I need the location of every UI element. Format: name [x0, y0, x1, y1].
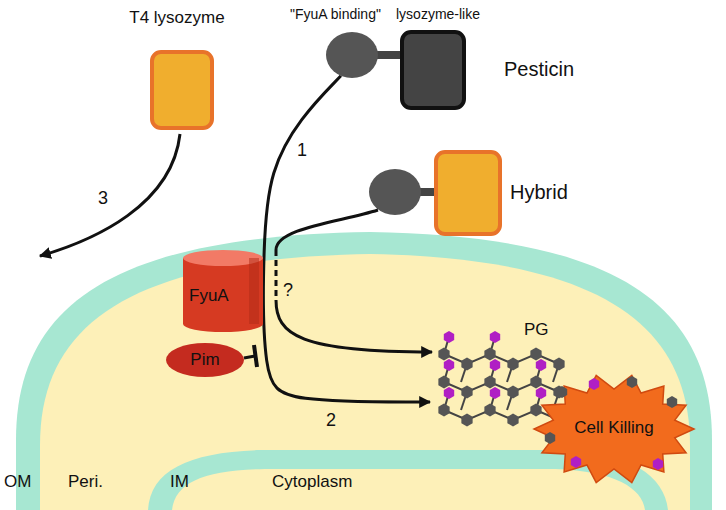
hybrid-path	[276, 300, 432, 352]
hybrid-path-dashed	[275, 250, 278, 300]
enzyme-box: T4 lysozyme	[118, 8, 236, 133]
node-label: lysozyme-like	[396, 6, 480, 22]
hybrid-binding-domain	[369, 169, 421, 215]
domain-ellipse	[326, 32, 378, 78]
domain-rect	[152, 52, 212, 128]
cylinder-shade	[249, 258, 259, 324]
hybrid-lysozyme-domain	[436, 152, 500, 234]
fragment	[571, 456, 581, 468]
fragment	[545, 432, 555, 444]
callout-number: 3	[98, 188, 108, 209]
inhibition-line	[244, 356, 255, 358]
domain-ellipse	[166, 343, 244, 377]
molecule-name: Pesticin	[504, 58, 574, 81]
inhibition-bar	[254, 345, 257, 367]
immunity-protein: Pim	[166, 343, 244, 377]
burst-shape	[534, 375, 694, 482]
cytoplasm	[172, 469, 645, 510]
molecule-name: Hybrid	[510, 181, 568, 204]
node-shape	[400, 30, 466, 110]
node-label: PG	[524, 320, 549, 340]
node-shape	[150, 50, 214, 130]
receptor-cylinder: FyuA	[183, 250, 263, 332]
outer-membrane	[16, 232, 712, 510]
callout-number: ?	[283, 280, 293, 301]
node-label: Cell Killing	[574, 418, 653, 438]
fragment	[627, 376, 637, 388]
region-label: Peri.	[68, 472, 103, 492]
lysozyme-path	[40, 134, 180, 256]
lattice-strokes	[438, 331, 564, 427]
cell-killing-burst: Cell Killing	[532, 372, 696, 486]
connector	[263, 76, 430, 402]
region-label: IM	[170, 472, 189, 492]
cylinder-body	[183, 258, 263, 332]
node-label: FyuA	[189, 286, 229, 306]
node-shape	[326, 32, 378, 78]
binding-domain: "FyuA binding"	[290, 6, 400, 90]
hybrid-path	[276, 210, 378, 250]
fragment	[667, 396, 677, 408]
node-label: T4 lysozyme	[129, 8, 224, 28]
region-label: OM	[4, 472, 31, 492]
node-label: "FyuA binding"	[290, 6, 381, 22]
region-label: Cytoplasm	[272, 472, 352, 492]
lysozyme-domain: lysozyme-like	[396, 6, 496, 112]
node-label: Pim	[190, 350, 219, 370]
callout-number: 1	[297, 140, 307, 161]
fragment	[557, 386, 567, 398]
domain-rect	[402, 32, 464, 108]
callout-number: 2	[326, 410, 336, 431]
connector	[377, 51, 401, 59]
fragment	[589, 378, 599, 390]
fragment	[653, 458, 663, 470]
